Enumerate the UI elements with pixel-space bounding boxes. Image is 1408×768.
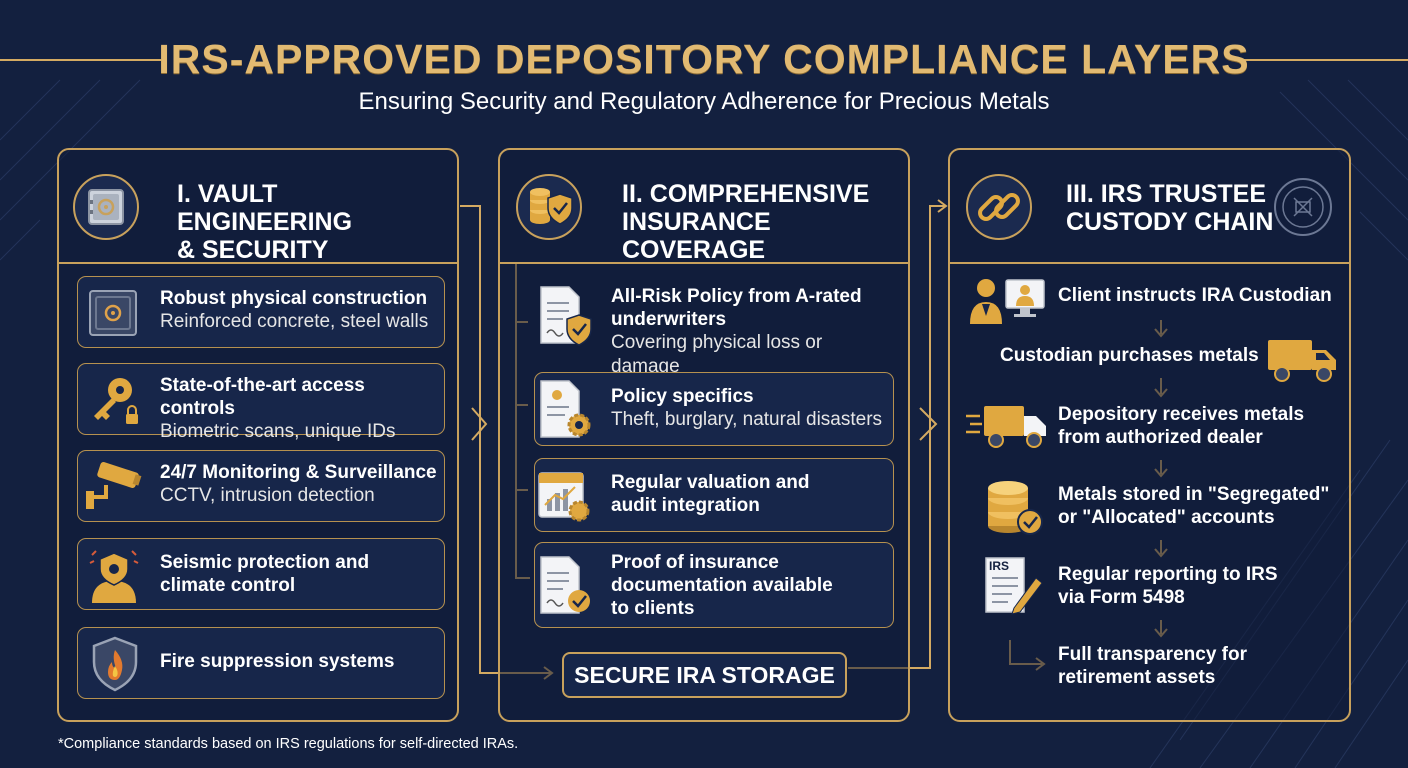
client-computer-icon: [968, 276, 1048, 331]
panel-vault-title-line1: I. VAULT ENGINEERING: [177, 180, 353, 236]
insurance-item-proof: Proof of insurance documentation availab…: [534, 542, 894, 628]
page-subtitle: Ensuring Security and Regulatory Adheren…: [358, 88, 1050, 115]
cctv-camera-icon: [84, 461, 144, 518]
panel-vault-security: I. VAULT ENGINEERING & SECURITY Robust p…: [57, 148, 459, 722]
panel-insurance: II. COMPREHENSIVE INSURANCE COVERAGE All…: [498, 148, 910, 722]
title-rule-right: [1244, 59, 1408, 61]
seismic-shield-icon: [86, 545, 142, 608]
vault-item-monitoring: 24/7 Monitoring & Surveillance CCTV, int…: [77, 450, 445, 522]
custody-step-3-line1: Depository receives metals: [1058, 404, 1305, 425]
document-check-icon: [535, 553, 595, 622]
vault-item-access: State-of-the-art access controls Biometr…: [77, 363, 445, 442]
custody-step-3-line2: from authorized dealer: [1058, 427, 1263, 448]
fire-shield-icon: [90, 636, 140, 697]
chain-link-icon: [966, 174, 1032, 240]
vault-item-seismic-title2: climate control: [160, 575, 296, 596]
title-rule-left: [0, 59, 166, 61]
irs-form-icon: IRS: [984, 556, 1044, 621]
panel-insurance-header: II. COMPREHENSIVE INSURANCE COVERAGE: [500, 150, 908, 264]
insurance-item-proof-title2: documentation available: [611, 575, 833, 596]
vault-item-monitoring-sub: CCTV, intrusion detection: [160, 485, 375, 506]
delivery-truck-icon: [1266, 336, 1338, 389]
custody-step-5-line1: Regular reporting to IRS: [1058, 564, 1278, 585]
vault-item-seismic-title1: Seismic protection and: [160, 552, 370, 573]
insurance-item-specifics-title: Policy specifics: [611, 386, 754, 407]
footnote: *Compliance standards based on IRS regul…: [58, 736, 519, 752]
custody-step-6-line1: Full transparency for: [1058, 644, 1247, 665]
insurance-item-valuation-title1: Regular valuation and: [611, 472, 810, 493]
panel-custody-title-line1: III. IRS TRUSTEE: [1066, 180, 1267, 208]
custody-step-6-line2: retirement assets: [1058, 667, 1216, 688]
key-lock-icon: [86, 372, 142, 433]
vault-item-fire-title: Fire suppression systems: [160, 651, 395, 672]
insurance-item-specifics-sub: Theft, burglary, natural disasters: [611, 409, 883, 430]
custody-step-5: Regular reporting to IRS via Form 5498: [1058, 563, 1278, 609]
vault-item-access-sub: Biometric scans, unique IDs: [160, 421, 396, 442]
treasury-seal-icon: [1272, 176, 1334, 243]
panel-insurance-title-line1: II. COMPREHENSIVE: [622, 180, 870, 208]
insurance-item-allrisk-title2: underwriters: [611, 309, 727, 330]
panel-custody-chain: III. IRS TRUSTEE CUSTODY CHAIN: [948, 148, 1351, 722]
valuation-chart-icon: [535, 465, 595, 530]
panel-custody-header: III. IRS TRUSTEE CUSTODY CHAIN: [950, 150, 1349, 264]
insurance-item-allrisk-title1: All-Risk Policy from A-rated: [611, 286, 862, 307]
coins-shield-icon: [516, 174, 582, 240]
insurance-item-proof-title3: to clients: [611, 598, 695, 619]
coin-stack-check-icon: [984, 480, 1046, 543]
vault-safe-icon: [73, 174, 139, 240]
insurance-item-valuation-title2: audit integration: [611, 495, 760, 516]
vault-item-fire: Fire suppression systems: [77, 627, 445, 699]
insurance-item-proof-title1: Proof of insurance: [611, 552, 779, 573]
custody-step-3: Depository receives metals from authoriz…: [1058, 403, 1304, 449]
policy-gear-icon: [535, 377, 595, 446]
custody-step-4-line1: Metals stored in "Segregated": [1058, 484, 1330, 505]
vault-item-seismic: Seismic protection and climate control: [77, 538, 445, 610]
vault-item-construction-title: Robust physical construction: [160, 288, 428, 309]
custody-step-5-line2: via Form 5498: [1058, 587, 1185, 608]
custody-step-2: Custodian purchases metals: [1000, 345, 1259, 366]
page-title: IRS-APPROVED DEPOSITORY COMPLIANCE LAYER…: [158, 36, 1250, 82]
insurance-item-valuation: Regular valuation and audit integration: [534, 458, 894, 532]
custody-step-4: Metals stored in "Segregated" or "Alloca…: [1058, 483, 1329, 529]
panel-vault-title-line2: & SECURITY: [177, 236, 329, 264]
vault-item-construction-sub: Reinforced concrete, steel walls: [160, 311, 429, 332]
insurance-item-allrisk: All-Risk Policy from A-rated underwriter…: [534, 274, 894, 377]
vault-item-monitoring-title: 24/7 Monitoring & Surveillance: [160, 462, 437, 483]
panel-insurance-title-line2: INSURANCE COVERAGE: [622, 208, 771, 264]
irs-form-label: IRS: [989, 559, 1010, 573]
custody-step-4-line2: or "Allocated" accounts: [1058, 507, 1275, 528]
panel-vault-header: I. VAULT ENGINEERING & SECURITY: [59, 150, 457, 264]
vault-item-construction: Robust physical construction Reinforced …: [77, 276, 445, 348]
panel-custody-title-line2: CUSTODY CHAIN: [1066, 208, 1274, 236]
panel-insurance-title: II. COMPREHENSIVE INSURANCE COVERAGE: [622, 180, 908, 264]
custody-step-1: Client instructs IRA Custodian: [1058, 285, 1332, 306]
vault-door-icon: [86, 287, 140, 344]
vault-item-access-title: State-of-the-art access controls: [160, 375, 365, 419]
policy-shield-icon: [535, 283, 595, 352]
insurance-item-specifics: Policy specifics Theft, burglary, natura…: [534, 372, 894, 446]
fast-truck-icon: [966, 402, 1048, 455]
insurance-item-allrisk-sub: Covering physical loss or damage: [611, 332, 823, 377]
panel-custody-title: III. IRS TRUSTEE CUSTODY CHAIN: [1066, 180, 1273, 236]
secure-ira-storage-box: SECURE IRA STORAGE: [562, 652, 847, 698]
panel-vault-title: I. VAULT ENGINEERING & SECURITY: [177, 180, 457, 264]
custody-step-6: Full transparency for retirement assets: [1058, 643, 1247, 689]
